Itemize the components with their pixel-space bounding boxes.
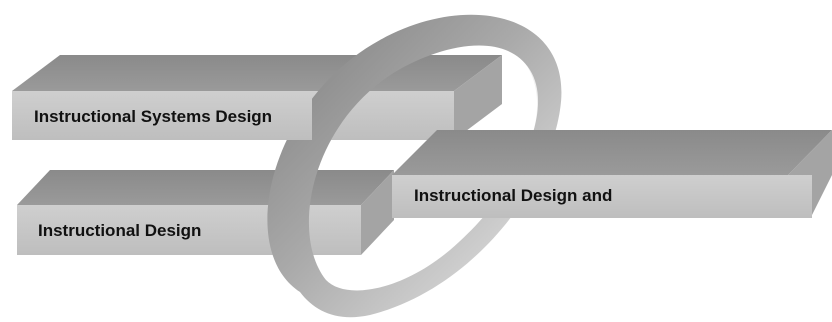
- bar-instructional-design: Instructional Design: [17, 170, 394, 255]
- bar-instructional-design-and: Instructional Design and: [392, 130, 832, 218]
- bar-instructional-systems-design-front-overlay: Instructional Systems Design: [12, 91, 312, 140]
- bar-top-face: [392, 130, 832, 175]
- bar-label: Instructional Design and: [414, 186, 612, 205]
- bar-label: Instructional Design: [38, 221, 201, 240]
- bar-top-face: [12, 55, 502, 91]
- bar-label-overlay: Instructional Systems Design: [34, 107, 272, 126]
- bar-top-face: [17, 170, 394, 205]
